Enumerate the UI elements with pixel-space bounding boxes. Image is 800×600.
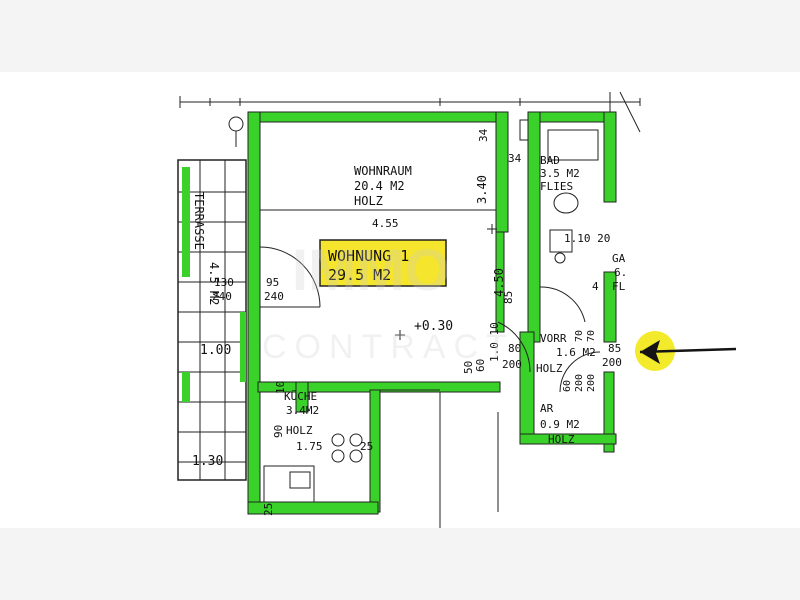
dim-450: 4.50 — [492, 268, 506, 297]
room-gang-name: GA — [612, 252, 626, 265]
dim-200b: 200 — [602, 356, 622, 369]
dim-240-left: 240 — [212, 290, 232, 303]
dim-200-vert: 200 — [574, 374, 585, 392]
dim-2010: 1.0 10 — [488, 322, 501, 362]
dim-455: 4.55 — [372, 217, 399, 230]
watermark-top: IMMO — [292, 238, 450, 303]
room-bad-area: 3.5 M2 — [540, 167, 580, 180]
room-gang-area: 6. — [614, 266, 627, 279]
dim-130-left: 130 — [214, 276, 234, 289]
dim-95: 95 — [266, 276, 279, 289]
room-vorraum-name: VORR — [540, 332, 567, 345]
room-bad-name: BAD — [540, 154, 560, 167]
room-gang-floor: FL — [612, 280, 626, 293]
room-abstellraum-floor: HOLZ — [548, 433, 575, 446]
apartment-badge-title: WOHNUNG 1 — [328, 247, 409, 265]
room-abstellraum-area: 0.9 M2 — [540, 418, 580, 431]
dim-60b: 60 — [474, 359, 487, 372]
dim-100: 1.00 — [200, 343, 231, 358]
room-terrasse: TERRASSE 4.5 M2 — [192, 192, 221, 305]
dim-10: 10 — [274, 381, 287, 394]
dim-60: 60 — [562, 380, 573, 392]
watermark: IMMO CONTRACT — [262, 238, 515, 366]
dim-200a: 200 — [502, 358, 522, 371]
room-kueche-area: 3.4M2 — [286, 404, 319, 417]
watermark-bottom: CONTRACT — [262, 328, 515, 366]
room-vorraum-floor: HOLZ — [536, 362, 563, 375]
room-wohnraum-floor: HOLZ — [354, 194, 383, 208]
apartment-badge-area: 29.5 M2 — [328, 266, 391, 284]
walls — [247, 111, 617, 515]
dim-70b: 70 — [586, 330, 597, 342]
room-abstellraum-name: AR — [540, 402, 554, 415]
room-kueche: KÜCHE 3.4M2 HOLZ — [284, 390, 319, 437]
interior-lines — [228, 91, 641, 528]
dim-34b: 34 — [508, 152, 522, 165]
dim-25b: 25 — [262, 503, 275, 516]
room-wohnraum-area: 20.4 M2 — [354, 179, 405, 193]
dim-340: 3.40 — [475, 175, 489, 204]
dim-50: 50 — [462, 361, 475, 374]
dim-85a: 85 — [502, 291, 515, 304]
dim-175: 1.75 — [296, 440, 323, 453]
room-kueche-floor: HOLZ — [286, 424, 313, 437]
room-wohnraum-name: WOHNRAUM — [354, 164, 412, 178]
room-vorraum: VORR 1.6 M2 HOLZ — [536, 332, 596, 375]
floor-plan: WOHNUNG 1 29.5 M2 WOHNRAUM 20.4 M2 HOLZ … — [177, 91, 737, 528]
dim-34a: 34 — [477, 128, 490, 142]
room-vorraum-area: 1.6 M2 — [556, 346, 596, 359]
dimension-labels: 4.55 3.40 1.00 1.30 +0.30 4.50 34 34 95 … — [192, 128, 622, 516]
arrow-left-icon — [640, 340, 660, 364]
dim-200c: 200 — [586, 374, 597, 392]
room-terrasse-name: TERRASSE — [192, 192, 206, 250]
room-bad-floor: FLIES — [540, 180, 573, 193]
dim-85b: 85 — [608, 342, 621, 355]
room-abstellraum: AR 0.9 M2 HOLZ — [540, 402, 580, 446]
dim-25: 25 — [360, 440, 373, 453]
dim-030: +0.30 — [414, 319, 453, 334]
dim-70: 70 — [574, 330, 585, 342]
room-terrasse-area: 4.5 M2 — [207, 262, 221, 305]
dim-90: 90 — [272, 425, 285, 438]
top-dimension-line — [179, 96, 641, 108]
room-wohnraum: WOHNRAUM 20.4 M2 HOLZ — [354, 164, 412, 208]
dim-130: 1.30 — [192, 454, 223, 469]
dim-240-right: 240 — [264, 290, 284, 303]
terrace — [177, 159, 247, 481]
apartment-badge: WOHNUNG 1 29.5 M2 — [319, 239, 447, 287]
room-kueche-name: KÜCHE — [284, 390, 317, 403]
floor-plan-sheet: WOHNUNG 1 29.5 M2 WOHNRAUM 20.4 M2 HOLZ … — [0, 72, 800, 528]
room-bad: BAD 3.5 M2 FLIES — [540, 154, 580, 193]
dim-1020: 1.10 20 — [564, 232, 610, 245]
dim-80: 80 — [508, 342, 521, 355]
dim-4: 4 — [592, 280, 599, 293]
room-gang: GA 6. FL — [612, 252, 627, 293]
entrance-marker — [635, 331, 737, 371]
